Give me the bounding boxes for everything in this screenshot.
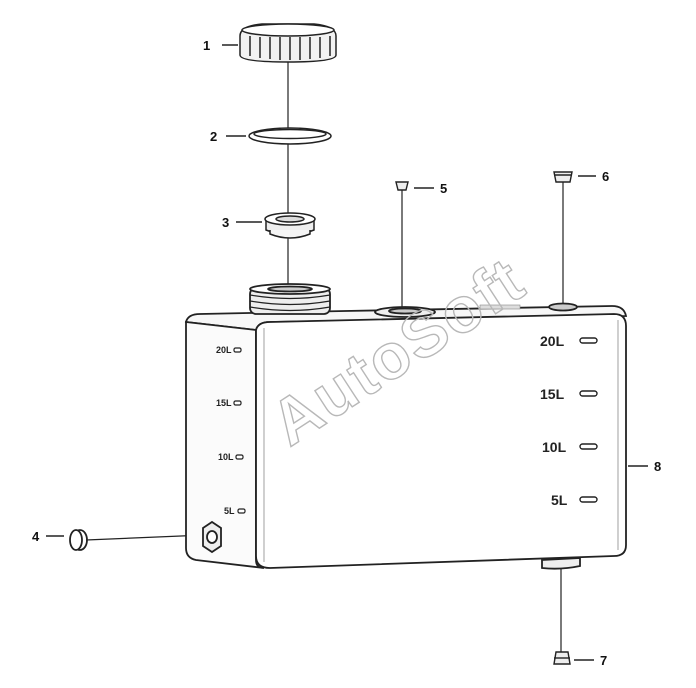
callout-5: 5 <box>440 181 447 196</box>
front-mark-10l: 10L <box>542 439 567 455</box>
part-8-tank <box>184 283 628 570</box>
part-3-strainer <box>264 212 316 239</box>
front-mark-15l: 15L <box>540 386 565 402</box>
front-mark-5l: 5L <box>551 492 568 508</box>
front-level-marks: 20L 15L 10L 5L <box>540 333 598 508</box>
side-mark-5l: 5L <box>224 506 235 516</box>
part-2-gasket <box>248 127 332 145</box>
part-7-drain-plug <box>553 651 571 665</box>
side-mark-10l: 10L <box>218 452 234 462</box>
callout-3: 3 <box>222 215 229 230</box>
part-6-fitting <box>553 171 573 183</box>
side-level-marks: 20L 15L 10L 5L <box>216 345 246 516</box>
side-mark-20l: 20L <box>216 345 232 355</box>
callout-1: 1 <box>203 38 210 53</box>
part-1-cap <box>239 23 337 63</box>
callout-labels: 1 2 3 4 5 6 7 8 <box>32 38 661 668</box>
side-mark-15l: 15L <box>216 398 232 408</box>
callout-8: 8 <box>654 459 661 474</box>
callout-4: 4 <box>32 529 40 544</box>
front-mark-20l: 20L <box>540 333 565 349</box>
part-4-plug <box>69 529 88 551</box>
callout-6: 6 <box>602 169 609 184</box>
callout-7: 7 <box>600 653 607 668</box>
callout-2: 2 <box>210 129 217 144</box>
part-5-fitting <box>395 181 409 191</box>
